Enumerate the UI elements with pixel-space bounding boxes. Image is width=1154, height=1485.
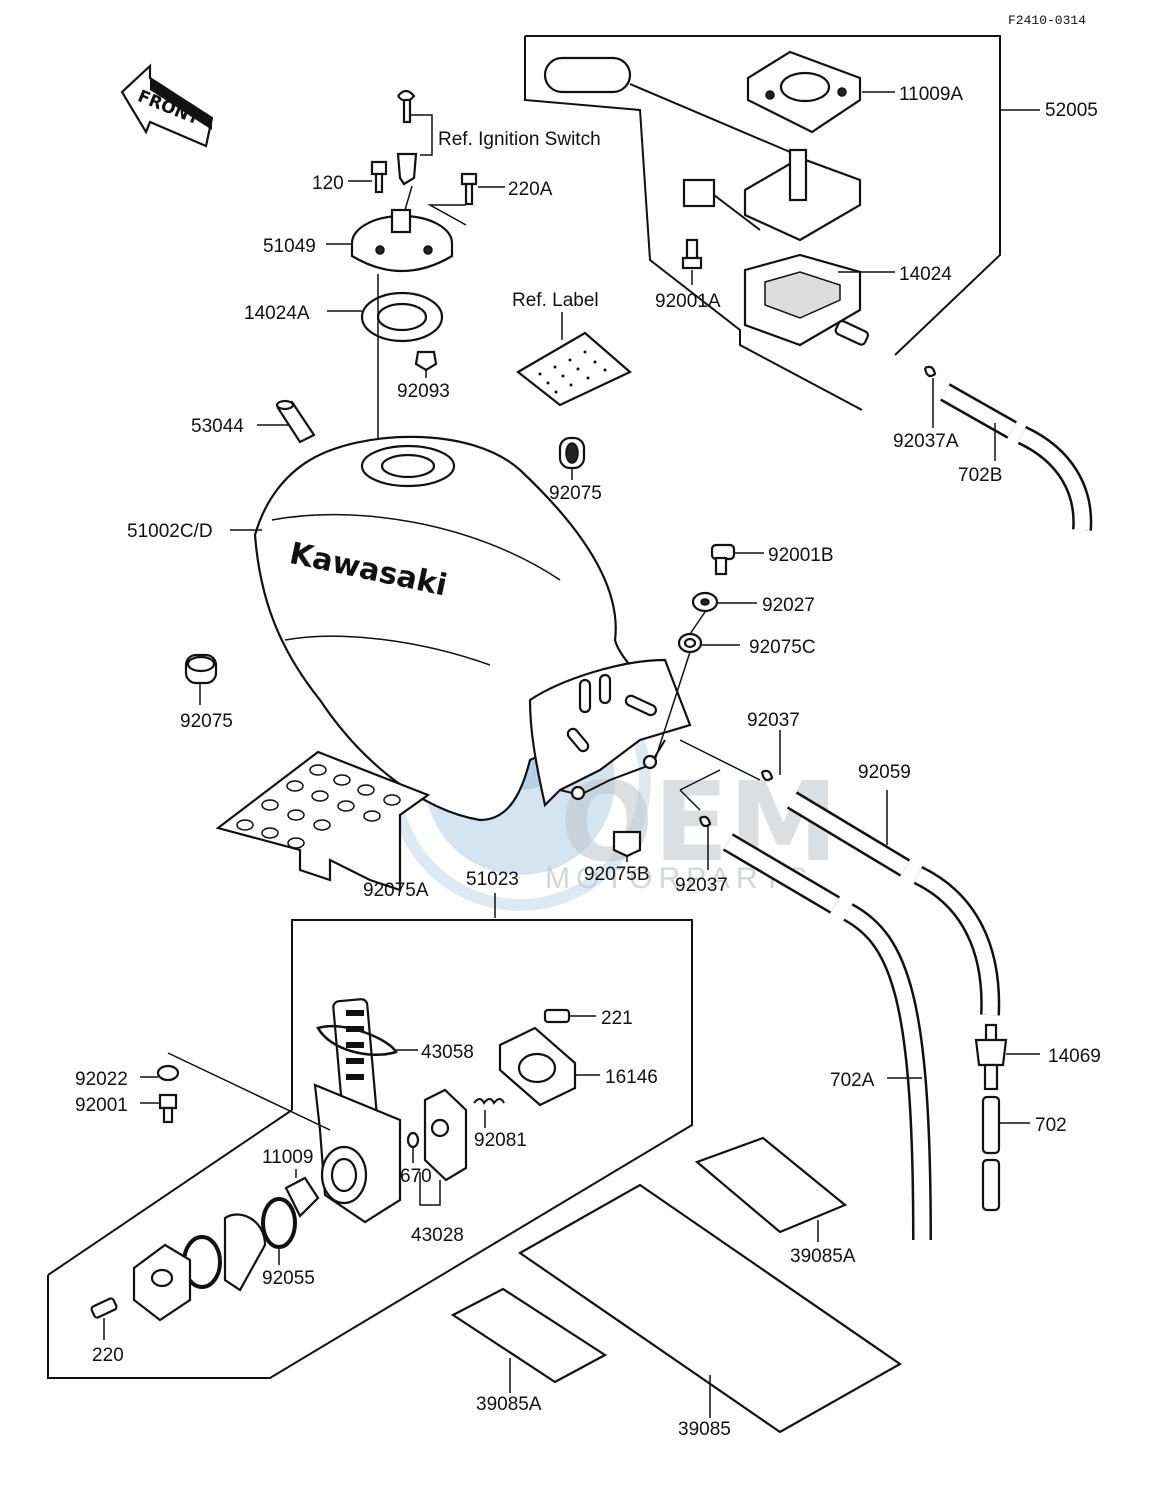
label-702A: 702A — [830, 1070, 875, 1091]
diagram-code: F2410-0314 — [1008, 13, 1086, 28]
rubber-92075-top — [558, 436, 586, 470]
label-92037-upper: 92037 — [747, 710, 800, 731]
label-92001: 92001 — [75, 1095, 128, 1116]
label-92075C: 92075C — [749, 637, 816, 658]
label-92022: 92022 — [75, 1069, 128, 1090]
label-92075-top: 92075 — [549, 483, 602, 504]
label-52005: 52005 — [1045, 100, 1098, 121]
pad-39085 — [517, 1183, 903, 1434]
label-14024: 14024 — [899, 264, 952, 285]
label-92075-left: 92075 — [180, 711, 233, 732]
hose-702B — [923, 365, 1093, 531]
label-92037A: 92037A — [893, 431, 959, 452]
label-16146: 16146 — [605, 1067, 658, 1088]
label-39085A-right: 39085A — [790, 1246, 856, 1267]
part-labels: Ref. Ignition Switch Ref. Label 11009A 5… — [75, 84, 1101, 1440]
label-92027: 92027 — [762, 595, 815, 616]
damper-pad-92075A — [215, 750, 431, 892]
pad-39085A-left — [450, 1287, 608, 1384]
label-221: 221 — [601, 1008, 633, 1029]
clip-92037A — [923, 365, 937, 378]
label-92037-lower: 92037 — [675, 875, 728, 896]
label-92081: 92081 — [474, 1130, 527, 1151]
filler-cap-group — [350, 89, 478, 460]
pad-39085A-right — [694, 1136, 848, 1234]
breather-hoses — [679, 739, 1001, 1241]
label-92001B: 92001B — [768, 545, 834, 566]
o-ring-43058 — [316, 1025, 398, 1056]
fuel-gauge-sender-group — [524, 35, 1001, 411]
hose-702 — [981, 1095, 1001, 1155]
watermark-oem: OEM — [560, 758, 838, 886]
rubber-92075-left — [184, 653, 218, 685]
label-14024A: 14024A — [244, 303, 310, 324]
fuel-tank-51002CD: Kawasaki — [253, 435, 692, 822]
label-702B: 702B — [958, 465, 1002, 486]
o-ring-92055 — [261, 1197, 297, 1249]
label-39085: 39085 — [678, 1419, 731, 1440]
label-39085A-left: 39085A — [476, 1394, 542, 1415]
label-11009A: 11009A — [899, 84, 963, 105]
label-120: 120 — [312, 173, 344, 194]
label-92093: 92093 — [397, 381, 450, 402]
tube-53044 — [275, 399, 316, 444]
float — [543, 56, 632, 94]
sender-connector — [682, 178, 716, 208]
label-51023: 51023 — [466, 869, 519, 890]
ref-label: Ref. Label — [512, 290, 599, 311]
label-92075B: 92075B — [584, 864, 650, 885]
filter-11009 — [284, 1176, 320, 1218]
label-220A: 220A — [508, 179, 553, 200]
label-220: 220 — [92, 1345, 124, 1366]
leader-lines — [103, 91, 1040, 1418]
label-43028: 43028 — [411, 1225, 464, 1246]
pads-39085 — [450, 1136, 903, 1434]
label-92075A: 92075A — [363, 880, 429, 901]
label-11009: 11009 — [262, 1147, 313, 1168]
fuel-filter-14069 — [974, 1023, 1008, 1212]
label-43058: 43058 — [421, 1042, 474, 1063]
label-92059: 92059 — [858, 762, 911, 783]
label-51049: 51049 — [263, 236, 316, 257]
label-53044: 53044 — [191, 416, 244, 437]
label-670: 670 — [400, 1166, 432, 1187]
fuel-tap-group-51023 — [47, 919, 693, 1379]
label-51002CD: 51002C/D — [127, 521, 213, 542]
ref-ignition-switch: Ref. Ignition Switch — [438, 129, 601, 150]
key-icon — [397, 89, 416, 103]
label-702: 702 — [1035, 1115, 1067, 1136]
label-92001A: 92001A — [655, 291, 721, 312]
label-92055: 92055 — [262, 1268, 315, 1289]
mount-bolt-stack — [654, 543, 736, 761]
nut-92075B — [612, 830, 642, 858]
front-arrow-icon: FRONT — [120, 63, 214, 148]
label-14069: 14069 — [1048, 1046, 1101, 1067]
ref-label-sheet — [516, 312, 632, 407]
